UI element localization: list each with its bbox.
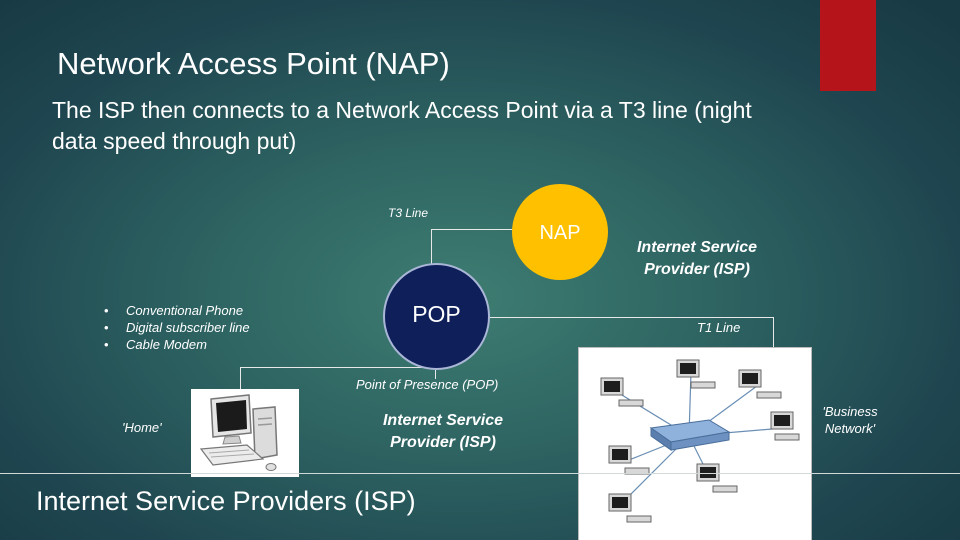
t1-connector-horizontal <box>487 317 773 318</box>
red-accent-bar <box>820 0 876 91</box>
network-hub-icon <box>600 359 800 523</box>
pop-full-label: Point of Presence (POP) <box>356 377 499 392</box>
home-computer-image <box>191 389 299 477</box>
business-network-image <box>578 347 812 540</box>
home-label: 'Home' <box>122 420 162 435</box>
home-connector-horizontal <box>240 367 436 368</box>
t3-line-label: T3 Line <box>388 206 429 220</box>
t1-connector-vertical <box>773 317 774 348</box>
connection-types-list: Conventional Phone Digital subscriber li… <box>104 302 250 353</box>
bottom-divider <box>0 473 960 474</box>
pop-connector-vertical <box>435 367 436 379</box>
connection-type-item: Conventional Phone <box>104 302 250 319</box>
isp-bottom-label: Internet Service Provider (ISP) <box>382 412 504 451</box>
nap-label: NAP <box>539 222 581 244</box>
pop-node <box>383 263 490 370</box>
t1-line-label: T1 Line <box>697 320 741 335</box>
computer-icon <box>199 394 278 471</box>
t3-connector-vertical <box>431 229 432 265</box>
slide-title: Network Access Point (NAP) <box>57 46 450 81</box>
pop-label: POP <box>412 301 461 327</box>
business-network-label: 'Business Network' <box>822 404 878 436</box>
slide-subtitle: The ISP then connects to a Network Acces… <box>52 97 752 154</box>
isp-top-label: Internet Service Provider (ISP) <box>636 239 758 278</box>
t3-connector-horizontal <box>431 229 515 230</box>
bottom-title: Internet Service Providers (ISP) <box>36 486 416 516</box>
home-connector-vertical <box>240 367 241 391</box>
connection-type-item: Digital subscriber line <box>104 319 250 336</box>
nap-node <box>512 184 608 280</box>
connection-type-item: Cable Modem <box>104 336 250 353</box>
